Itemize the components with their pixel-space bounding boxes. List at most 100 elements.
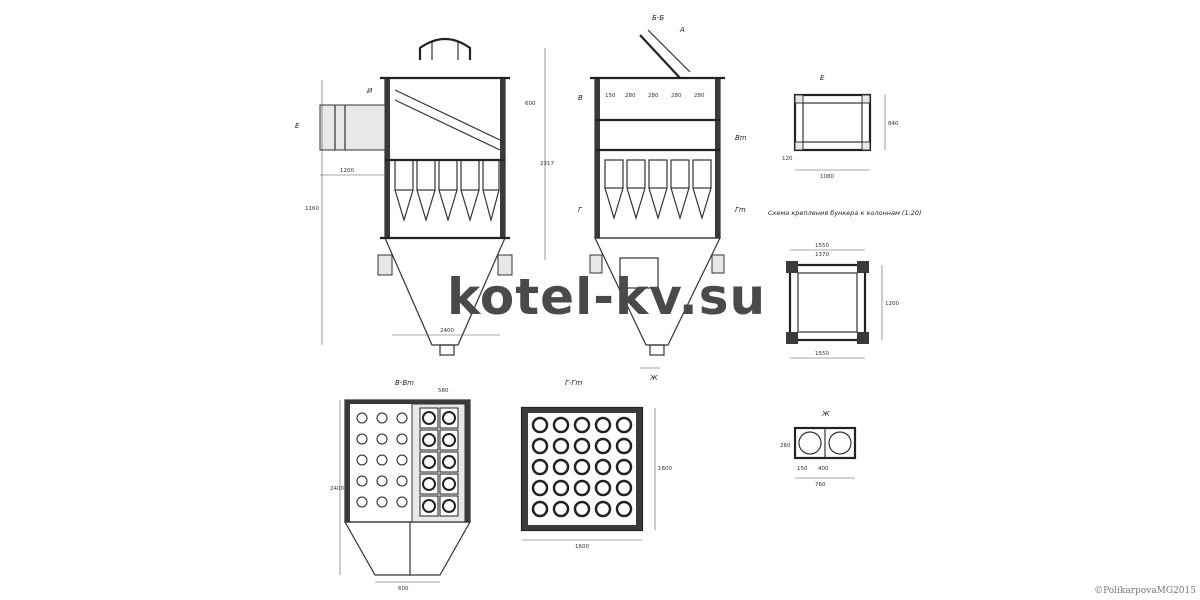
svg-text:Вm: Вm xyxy=(735,134,747,142)
svg-text:260: 260 xyxy=(780,443,791,449)
cyclone-tube xyxy=(376,454,388,466)
gg-tubes xyxy=(531,416,633,518)
cyclone-tube xyxy=(422,455,436,469)
detail-zh-view: Ж 760 400 150 260 xyxy=(780,410,857,488)
detail-zh-title: Ж xyxy=(821,410,830,418)
cyclone-tube xyxy=(376,433,388,445)
svg-text:1370: 1370 xyxy=(815,252,829,258)
mount-scheme-title: Схема крепления бункера к колоннам (1:20… xyxy=(768,209,922,217)
section-bb-view: Б-Б А Ж В Вm Г Гm 150 280 280 280 280 xyxy=(578,14,747,382)
dim-height: 1160 xyxy=(305,206,319,212)
vv-tubes-left xyxy=(356,412,408,508)
svg-text:760: 760 xyxy=(815,482,826,488)
svg-text:1600: 1600 xyxy=(575,544,589,550)
svg-text:1550: 1550 xyxy=(815,243,829,249)
exhaust-pipe xyxy=(639,34,681,79)
section-hopper xyxy=(594,237,721,346)
detail-e-frame xyxy=(793,93,872,152)
section-vv-title: В-Вm xyxy=(395,379,414,387)
svg-text:840: 840 xyxy=(888,121,899,127)
cyclone-tube xyxy=(531,458,549,476)
front-view: 1160 2317 600 2400 1200 Е И xyxy=(295,37,554,356)
cyclone-tube xyxy=(442,411,456,425)
cyclone-tube xyxy=(356,454,368,466)
svg-text:Гm: Гm xyxy=(735,206,746,214)
inlet-duct xyxy=(319,104,386,151)
cyclone-tube xyxy=(442,433,456,447)
front-cyclones xyxy=(394,159,500,223)
mount-frame xyxy=(788,263,867,342)
section-gg-title: Г-Гm xyxy=(565,379,582,387)
svg-text:В: В xyxy=(578,94,583,102)
cyclone-tube xyxy=(396,454,408,466)
dim-right: 2317 xyxy=(540,161,554,167)
svg-text:1080: 1080 xyxy=(820,174,834,180)
cyclone-tube xyxy=(615,416,633,434)
front-casing xyxy=(384,77,506,239)
cyclone-tube xyxy=(442,477,456,491)
exhaust-hood xyxy=(418,37,472,60)
cyclone-tube xyxy=(531,416,549,434)
cyclone-tube xyxy=(396,433,408,445)
section-vv-view: В-Вm 580 2400 600 xyxy=(330,379,472,592)
cyclone-tube xyxy=(594,437,612,455)
svg-text:1550: 1550 xyxy=(815,351,829,357)
front-top-label: И xyxy=(367,87,373,95)
cyclone-tube xyxy=(615,458,633,476)
cyclone-tube xyxy=(356,475,368,487)
cyclone-tube xyxy=(552,479,570,497)
svg-text:600: 600 xyxy=(398,586,409,592)
mount-scheme-view: Схема крепления бункера к колоннам (1:20… xyxy=(768,209,922,359)
svg-text:2400: 2400 xyxy=(330,486,344,492)
cyclone-tube xyxy=(573,416,591,434)
svg-text:280: 280 xyxy=(648,93,659,99)
dim-top-right: 600 xyxy=(525,101,536,107)
svg-text:400: 400 xyxy=(818,466,829,472)
svg-text:1200: 1200 xyxy=(885,301,899,307)
cyclone-tube xyxy=(422,433,436,447)
detail-e-title: Е xyxy=(820,74,825,82)
cyclone-tube xyxy=(531,500,549,518)
cyclone-tube xyxy=(422,477,436,491)
svg-text:580: 580 xyxy=(438,388,449,394)
svg-text:120: 120 xyxy=(782,156,793,162)
copyright-text: ©PolikarpovaMG2015 xyxy=(1094,586,1196,596)
cyclone-tube xyxy=(573,458,591,476)
cyclone-tube xyxy=(422,499,436,513)
svg-text:Г: Г xyxy=(578,206,583,214)
cyclone-tube xyxy=(552,416,570,434)
cyclone-tube xyxy=(552,437,570,455)
cyclone-tube xyxy=(573,500,591,518)
detail-e-view: Е 1080 840 120 xyxy=(782,74,899,180)
cyclone-tube xyxy=(615,437,633,455)
cyclone-tube xyxy=(356,412,368,424)
section-gg-view: Г-Гm 1600 1600 xyxy=(520,379,672,550)
watermark-text: kotel-kv.su xyxy=(447,268,767,326)
section-vv-hopper xyxy=(343,521,472,576)
cyclone-tube xyxy=(531,479,549,497)
cyclone-tube xyxy=(422,411,436,425)
svg-text:280: 280 xyxy=(694,93,705,99)
cyclone-tube xyxy=(356,433,368,445)
svg-text:280: 280 xyxy=(625,93,636,99)
cyclone-tube xyxy=(396,475,408,487)
section-bb-title: Б-Б xyxy=(652,14,664,22)
cyclone-tube xyxy=(573,437,591,455)
svg-text:280: 280 xyxy=(671,93,682,99)
cyclone-tube xyxy=(552,458,570,476)
cyclone-tube xyxy=(442,499,456,513)
svg-text:150: 150 xyxy=(797,466,808,472)
cyclone-tube xyxy=(376,496,388,508)
cyclone-tube xyxy=(396,412,408,424)
cyclone-tube xyxy=(356,496,368,508)
svg-text:1600: 1600 xyxy=(658,466,672,472)
dim-hopper-width: 2400 xyxy=(440,328,454,334)
cyclone-tube xyxy=(615,500,633,518)
cyclone-tube xyxy=(594,458,612,476)
cyclone-tube xyxy=(376,412,388,424)
dim-inlet: 1200 xyxy=(340,168,354,174)
svg-text:150: 150 xyxy=(605,93,616,99)
cyclone-tube xyxy=(552,500,570,518)
section-cyclones xyxy=(604,159,712,221)
cyclone-tube xyxy=(594,416,612,434)
